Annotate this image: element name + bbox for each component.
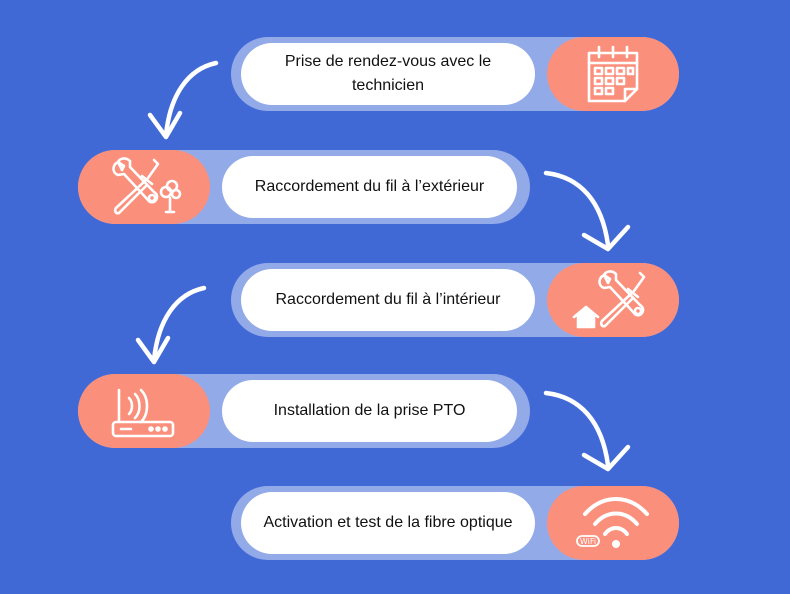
step-1-icon-box <box>547 37 679 111</box>
tools-house-icon <box>572 270 646 329</box>
tools-tree-icon <box>112 157 182 215</box>
wifi-label: WiFi <box>580 537 596 546</box>
step-5-label: Activation et test de la fibre optique <box>241 492 535 554</box>
arrow-3-to-4 <box>135 285 207 365</box>
router-icon <box>111 388 175 438</box>
step-3-label: Raccordement du fil à l’intérieur <box>241 269 535 331</box>
wifi-icon: WiFi <box>576 497 649 548</box>
step-5-icon-box: WiFi <box>547 486 679 560</box>
arrow-4-to-5 <box>543 390 631 472</box>
step-4-label: Installation de la prise PTO <box>222 380 517 442</box>
arrow-2-to-3 <box>543 170 631 252</box>
step-2-icon-box <box>78 150 210 224</box>
step-4-icon-box <box>78 374 210 448</box>
calendar-icon <box>587 45 639 103</box>
step-2-label: Raccordement du fil à l’extérieur <box>222 156 517 218</box>
arrow-1-to-2 <box>147 60 219 140</box>
step-1-label: Prise de rendez-vous avec le technicien <box>241 43 535 105</box>
step-3-icon-box <box>547 263 679 337</box>
